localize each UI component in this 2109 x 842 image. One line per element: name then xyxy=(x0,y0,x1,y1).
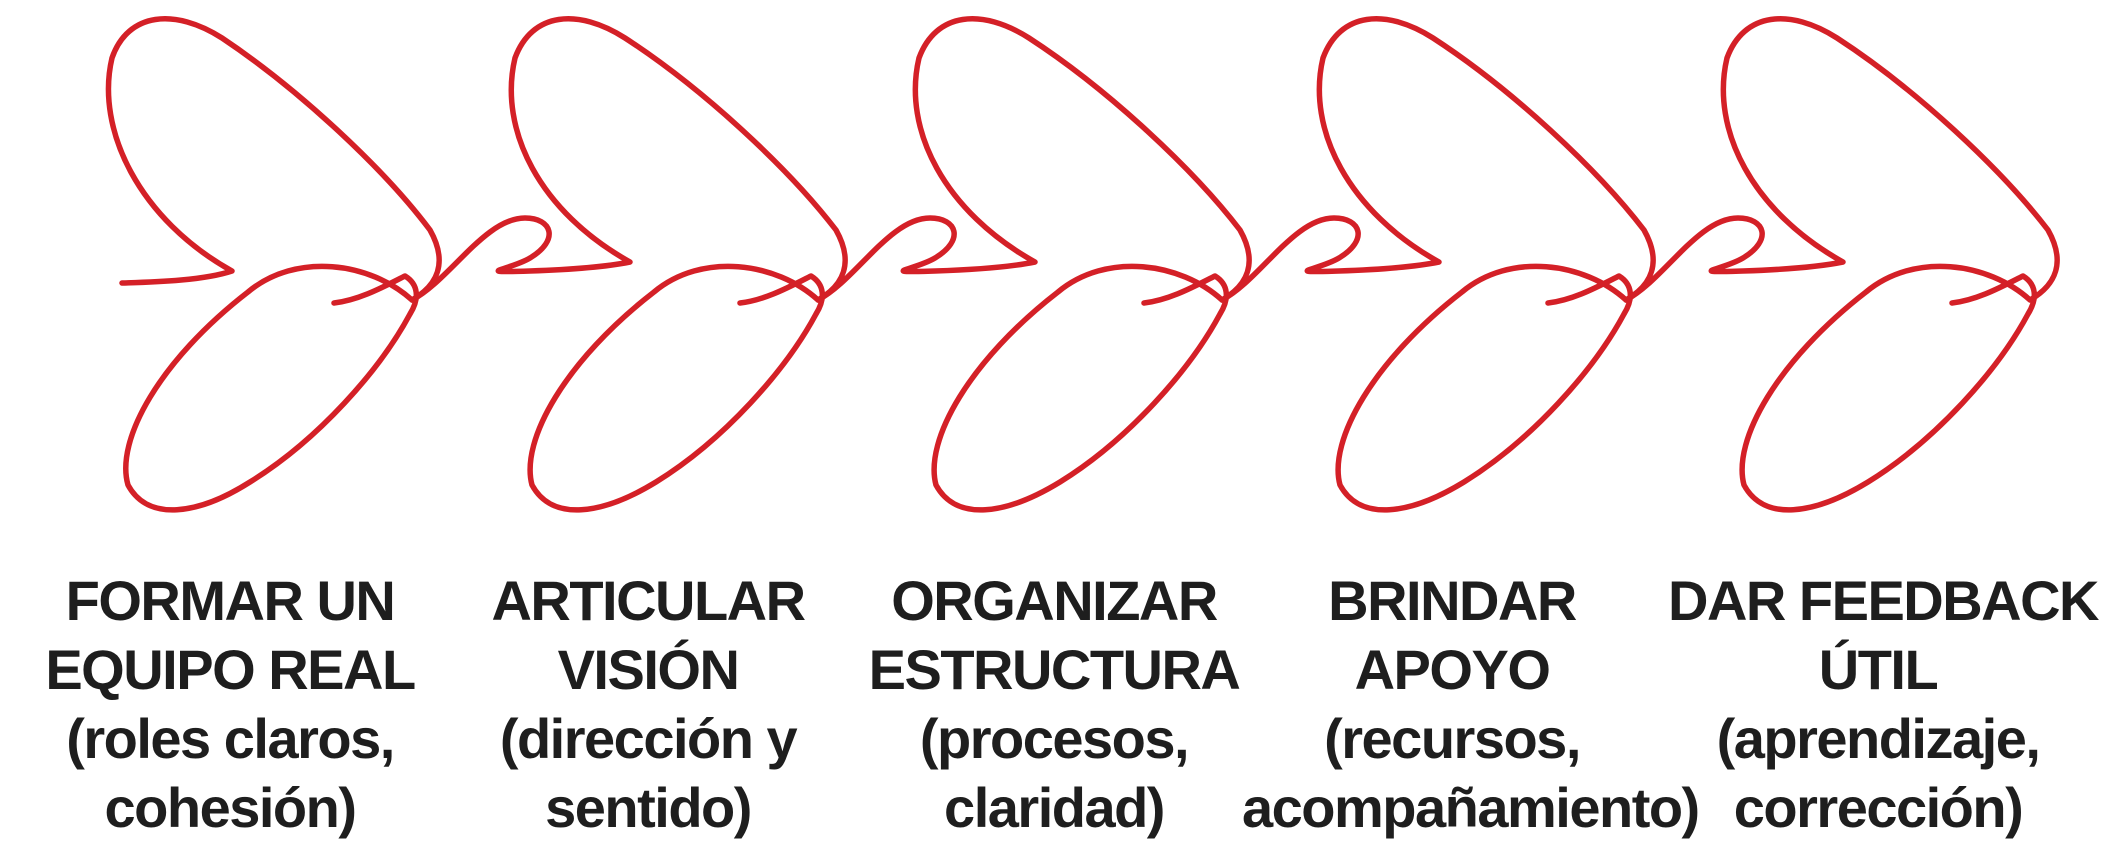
heart-chain-diagram xyxy=(0,0,2109,540)
step-label-5: DAR FEEDBACK ÚTIL (aprendizaje, correcci… xyxy=(1668,566,2088,842)
heart-step-5 xyxy=(1626,19,2057,510)
step-label-2: ARTICULAR VISIÓN (dirección y sentido) xyxy=(438,566,858,842)
step-4-detail-line-1: (recursos, xyxy=(1242,704,1662,773)
heart-step-3 xyxy=(818,19,1249,510)
step-label-4: BRINDAR APOYO (recursos, acompañamiento) xyxy=(1242,566,1662,842)
step-label-3: ORGANIZAR ESTRUCTURA (procesos, claridad… xyxy=(844,566,1264,842)
step-5-detail-line-1: (aprendizaje, xyxy=(1668,704,2088,773)
step-2-title-line-1: ARTICULAR xyxy=(438,566,858,635)
step-4-title-line-2: APOYO xyxy=(1242,635,1662,704)
step-3-title-line-1: ORGANIZAR xyxy=(844,566,1264,635)
step-3-detail-line-1: (procesos, xyxy=(844,704,1264,773)
step-1-title-line-2: EQUIPO REAL xyxy=(20,635,440,704)
heart-chain xyxy=(108,19,2057,510)
step-5-title-line-1: DAR FEEDBACK xyxy=(1668,566,2088,635)
step-5-detail-line-2: corrección) xyxy=(1668,773,2088,842)
step-3-title-line-2: ESTRUCTURA xyxy=(844,635,1264,704)
step-4-title-line-1: BRINDAR xyxy=(1242,566,1662,635)
step-1-detail-line-2: cohesión) xyxy=(20,773,440,842)
heart-step-1 xyxy=(108,19,439,510)
step-3-detail-line-2: claridad) xyxy=(844,773,1264,842)
heart-step-2 xyxy=(412,19,845,510)
step-4-detail-line-2: acompañamiento) xyxy=(1242,773,1662,842)
step-label-1: FORMAR UN EQUIPO REAL (roles claros, coh… xyxy=(20,566,440,842)
step-5-title-line-2: ÚTIL xyxy=(1668,635,2088,704)
heart-step-4 xyxy=(1222,19,1653,510)
step-1-detail-line-1: (roles claros, xyxy=(20,704,440,773)
step-2-detail-line-1: (dirección y xyxy=(438,704,858,773)
step-1-title-line-1: FORMAR UN xyxy=(20,566,440,635)
step-2-detail-line-2: sentido) xyxy=(438,773,858,842)
step-2-title-line-2: VISIÓN xyxy=(438,635,858,704)
